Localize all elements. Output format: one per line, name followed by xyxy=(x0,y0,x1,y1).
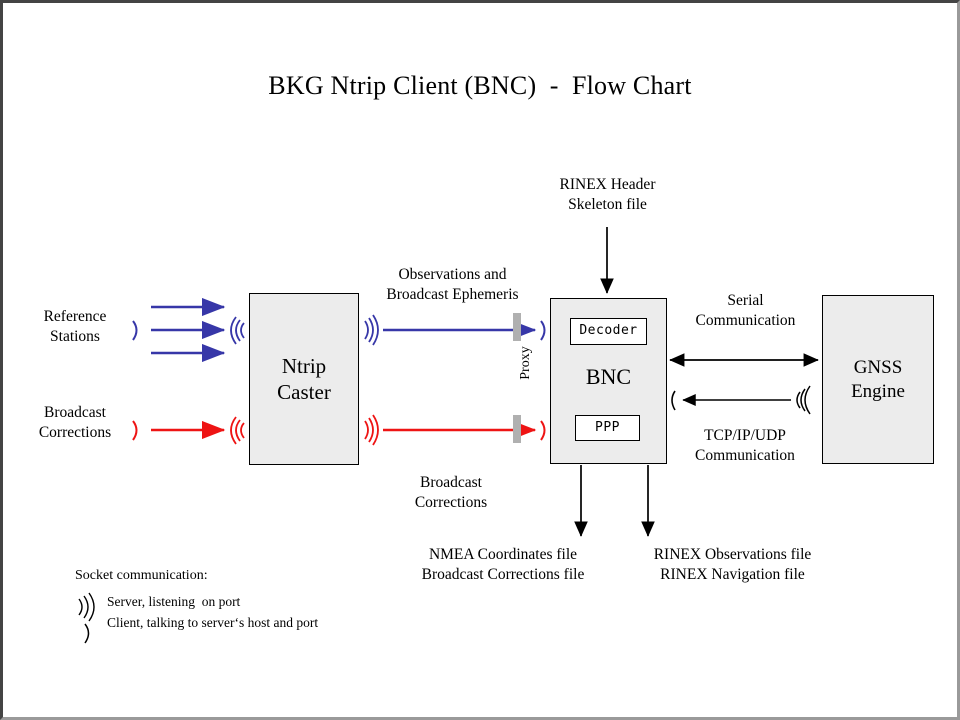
node-bnc[interactable]: Decoder BNC PPP xyxy=(550,298,667,464)
node-gnss-engine[interactable]: GNSS Engine xyxy=(822,295,934,464)
server-antenna-icon-caster-out-observations xyxy=(364,314,379,346)
label-output-nmea-files: NMEA Coordinates file Broadcast Correcti… xyxy=(421,546,585,583)
node-ntrip-caster-label: Ntrip Caster xyxy=(277,353,331,404)
page-title: BKG Ntrip Client (BNC) - Flow Chart xyxy=(268,71,692,100)
node-gnss-engine-label: GNSS Engine xyxy=(851,356,905,402)
client-paren-icon-reference-stations xyxy=(132,320,138,341)
legend-item-server: Server, listening on port xyxy=(75,591,405,612)
server-antenna-icon-gnss-tcpip xyxy=(796,385,811,415)
node-ppp[interactable]: PPP xyxy=(575,415,640,441)
client-paren-icon xyxy=(75,612,107,633)
server-antenna-icon-caster-out-corrections xyxy=(364,414,379,446)
label-tcpip-udp-communication: TCP/IP/UDP Communication xyxy=(695,427,795,464)
node-decoder-label: Decoder xyxy=(579,323,638,339)
label-observations-and-broadcast-ephemeris: Observations and Broadcast Ephemeris xyxy=(386,266,519,303)
label-broadcast-corrections-input: Broadcast Corrections xyxy=(38,404,112,441)
legend-item-client: Client, talking to server‘s host and por… xyxy=(75,612,405,633)
client-paren-icon-bnc-observations xyxy=(540,320,546,341)
legend-title: Socket communication: xyxy=(75,568,208,583)
proxy-bar-top xyxy=(513,313,521,341)
node-ppp-label: PPP xyxy=(595,419,620,435)
label-broadcast-corrections-output: Broadcast Corrections xyxy=(414,474,488,511)
proxy-label: Proxy xyxy=(518,346,533,380)
legend-item-server-label: Server, listening on port xyxy=(107,593,241,609)
legend-item-client-label: Client, talking to server‘s host and por… xyxy=(107,614,319,630)
proxy-bar-bottom xyxy=(513,415,521,443)
server-antenna-icon xyxy=(75,591,107,612)
server-antenna-icon-caster-observations xyxy=(230,316,245,345)
client-paren-icon-broadcast-corrections xyxy=(132,420,138,441)
node-bnc-label: BNC xyxy=(585,364,632,389)
legend: Socket communication: Server, listening … xyxy=(75,568,405,633)
node-decoder[interactable]: Decoder xyxy=(570,318,647,345)
label-reference-stations: Reference Stations xyxy=(43,308,107,345)
reference-stations-arrows xyxy=(151,297,226,363)
node-ntrip-caster[interactable]: Ntrip Caster xyxy=(249,293,359,465)
client-paren-icon-bnc-tcpip xyxy=(671,390,676,411)
label-rinex-header-skeleton-file: RINEX Header Skeleton file xyxy=(559,176,656,213)
client-paren-icon-bnc-corrections xyxy=(540,420,546,441)
label-serial-communication: Serial Communication xyxy=(695,292,796,329)
server-antenna-icon-caster-corrections xyxy=(230,416,245,445)
label-output-rinex-files: RINEX Observations file RINEX Navigation… xyxy=(653,546,812,583)
